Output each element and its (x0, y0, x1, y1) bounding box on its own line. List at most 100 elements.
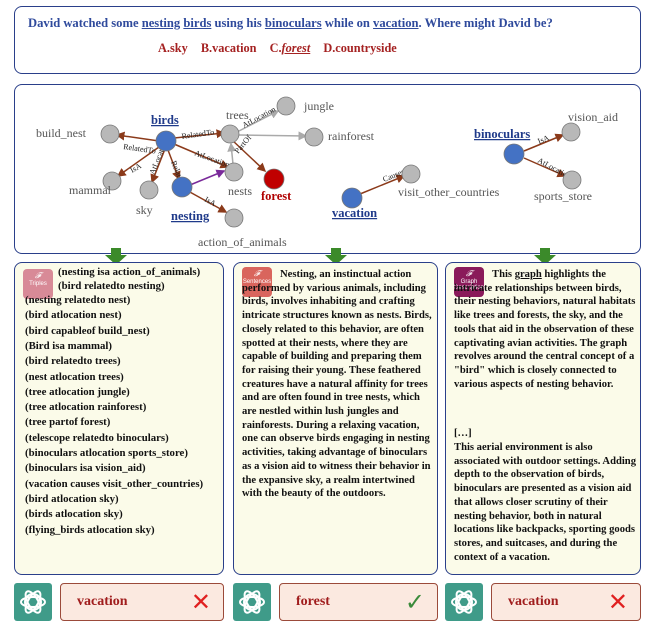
svg-text:vision_aid: vision_aid (568, 110, 618, 124)
edge-binoculars-store (523, 157, 567, 178)
node-visit-other-countries (401, 164, 421, 184)
list-item: (tree partof forest) (25, 416, 111, 429)
answer-box-1: vacation ✕ (60, 583, 224, 621)
edge-trees-forest (231, 139, 267, 173)
node-birds (155, 130, 177, 152)
svg-text:IsA: IsA (536, 133, 550, 146)
chatgpt-logo-icon (14, 583, 52, 621)
knowledge-graph-box (14, 84, 641, 254)
list-item: (nest atlocation trees) (25, 370, 124, 383)
arrow-down-icon (105, 248, 127, 265)
option-d: D.countryside (323, 41, 397, 55)
edge-nests-trees (227, 142, 237, 165)
svg-text:RelatedTo: RelatedTo (123, 142, 157, 155)
svg-text:sports_store: sports_store (534, 189, 592, 203)
list-item: (nesting relatedto nest) (25, 294, 131, 306)
node-forest (263, 168, 285, 190)
svg-text:forest: forest (261, 189, 292, 203)
list-item: (tree atlocation rainforest) (25, 401, 147, 414)
list-item: (bird atlocation sky) (25, 492, 119, 505)
node-sky (139, 180, 159, 200)
svg-text:birds: birds (151, 113, 179, 127)
svg-text:build_nest: build_nest (36, 126, 87, 140)
node-vacation (341, 187, 363, 209)
option-c: C.forest (269, 41, 311, 55)
svg-text:trees: trees (226, 108, 249, 122)
list-item: (bird capableof build_nest) (25, 324, 150, 337)
list-item: (bird atlocation nest) (25, 309, 122, 322)
answer-box-2: forest ✓ (279, 583, 438, 621)
node-vision-aid (561, 122, 581, 142)
list-item: (flying_birds atlocation sky) (25, 523, 155, 536)
svg-text:IsA: IsA (129, 161, 144, 175)
svg-text:vacation: vacation (332, 206, 377, 220)
svg-text:nesting: nesting (171, 209, 210, 223)
arrow-down-icon (325, 248, 347, 265)
arrow-down-icon (534, 248, 556, 265)
edge-birds-mammal (116, 146, 160, 177)
answer-options: A.sky B.vacation C.forest D.countryside (158, 41, 407, 56)
edge-vacation-visit (359, 174, 406, 195)
svg-text:jungle: jungle (303, 99, 334, 113)
list-item: (telescope relatedto binoculars) (25, 431, 169, 444)
cross-icon: ✕ (607, 588, 628, 616)
list-item: (Bird isa mammal) (25, 339, 112, 352)
node-rainforest (304, 127, 324, 147)
list-item: (nesting isa action_of_animals) (58, 266, 201, 278)
sentences-text: Nesting, an instinctual action performed… (242, 269, 432, 500)
list-item: (tree atlocation jungle) (25, 385, 130, 398)
question-text: David watched some nesting birds using h… (28, 16, 553, 30)
flow-arrows (105, 248, 556, 265)
svg-text:visit_other_countries: visit_other_countries (398, 185, 500, 199)
list-item: (bird relatedto nesting) (58, 280, 165, 292)
list-item: (vacation causes visit_other_countries) (25, 477, 204, 490)
edge-birds-trees (173, 129, 226, 139)
answer-box-3: vacation ✕ (491, 583, 641, 621)
question-box (14, 6, 641, 74)
node-nesting (171, 176, 193, 198)
node-jungle (276, 96, 296, 116)
edge-trees-jungle (236, 110, 280, 133)
list-item: (binoculars atlocation sports_store) (25, 447, 188, 459)
svg-text:rainforest: rainforest (328, 129, 375, 143)
edge-binoculars-vision (523, 133, 565, 152)
edge-nesting-action (187, 190, 228, 213)
node-build-nest (100, 124, 120, 144)
chatgpt-logo-icon (233, 583, 271, 621)
list-item: (bird relatedto trees) (25, 355, 121, 368)
svg-text:mammal: mammal (69, 183, 112, 197)
node-mammal (102, 171, 122, 191)
edge-birds-sky (150, 148, 166, 184)
node-binoculars (503, 143, 525, 165)
node-action-of-animals (224, 208, 244, 228)
svg-text:action_of_animals: action_of_animals (198, 235, 287, 249)
edge-birds-nesting (167, 149, 181, 181)
svg-text:binoculars: binoculars (474, 127, 530, 141)
edge-birds-nests (173, 143, 230, 169)
chatgpt-logo-icon (445, 583, 483, 621)
node-nests (224, 162, 244, 182)
svg-text:RelatedTo: RelatedTo (181, 128, 215, 141)
ellipsis: […] (454, 428, 472, 439)
svg-text:sky: sky (136, 203, 153, 217)
graph-description-text: This graph highlights the intricate rela… (454, 269, 636, 390)
cross-icon: ✕ (190, 588, 211, 616)
edge-nesting-nests (189, 169, 226, 186)
graph-description-text-2: This aerial environment is also associat… (454, 442, 636, 563)
svg-text:AtLocation: AtLocation (193, 148, 230, 169)
list-item: (birds atlocation sky) (25, 508, 123, 521)
node-trees (220, 124, 240, 144)
list-item: (binoculars isa vision_aid) (25, 462, 146, 475)
check-icon: ✓ (404, 588, 425, 616)
knowledge-graph: RelatedTo AtLocation RelatedTo IsA AtLoc… (36, 96, 618, 249)
node-sports-store (562, 170, 582, 190)
edge-trees-rainforest (238, 131, 308, 141)
svg-text:nests: nests (228, 184, 252, 198)
option-a: A.sky (158, 41, 188, 55)
